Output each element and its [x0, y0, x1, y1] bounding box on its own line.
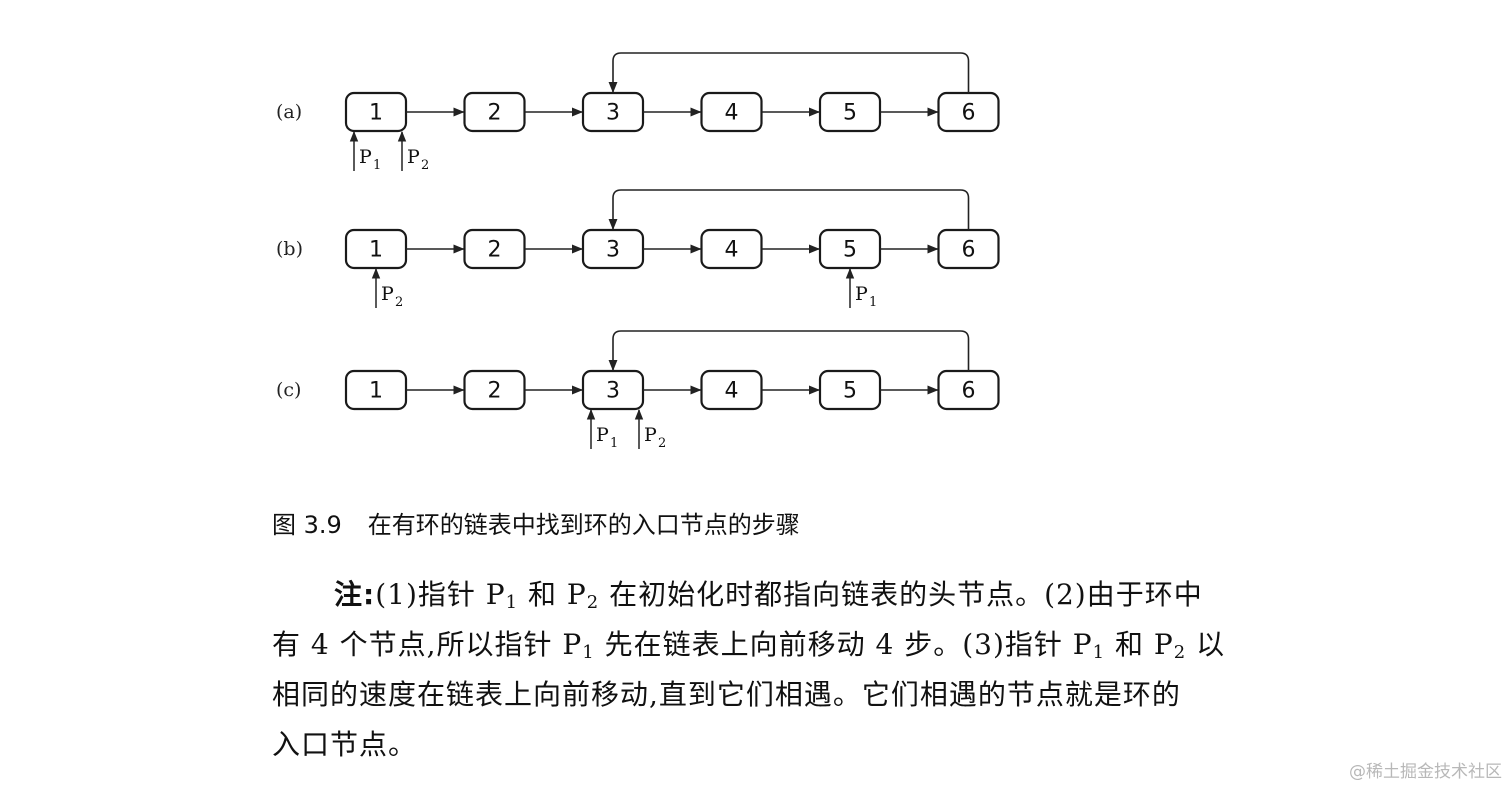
note-line-3: 相同的速度在链表上向前移动,直到它们相遇。它们相遇的节点就是环的 [272, 678, 1181, 711]
watermark: @稀土掘金技术社区 [1349, 762, 1502, 782]
node-label: 2 [488, 379, 502, 404]
node-label: 5 [843, 101, 857, 126]
node-label: 4 [725, 238, 739, 263]
node-label: 3 [606, 238, 620, 263]
pointer-label: P [644, 424, 657, 446]
node-label: 6 [962, 101, 976, 126]
node-label: 5 [843, 238, 857, 263]
node-label: 2 [488, 238, 502, 263]
pointer-subscript: 2 [421, 158, 429, 173]
pointer-subscript: 2 [658, 436, 666, 451]
pointer-subscript: 2 [395, 295, 403, 310]
figure-title: 在有环的链表中找到环的入口节点的步骤 [367, 511, 800, 539]
pointer-label: P [381, 283, 394, 305]
node-label: 2 [488, 101, 502, 126]
node-label: 3 [606, 379, 620, 404]
pointer-label: P [596, 424, 609, 446]
note-lead: 注: [334, 578, 376, 611]
figure-number: 图 3.9 [272, 511, 342, 539]
node-label: 3 [606, 101, 620, 126]
pointer-label: P [855, 283, 868, 305]
loop-back-arrow [608, 52, 970, 94]
pointer-subscript: 1 [610, 436, 618, 451]
node-label: 1 [369, 101, 383, 126]
loop-back-arrow [608, 330, 970, 372]
pointer-subscript: 1 [373, 158, 381, 173]
note-line-1: 注:(1)指针 P1 和 P2 在初始化时都指向链表的头节点。(2)由于环中 [334, 578, 1203, 613]
row-label: (c) [276, 379, 301, 401]
figure-caption: 图 3.9 在有环的链表中找到环的入口节点的步骤 [272, 505, 800, 540]
loop-back-arrow [608, 189, 970, 231]
pointer-label: P [359, 146, 372, 168]
row-label: (a) [276, 101, 302, 123]
row-label: (b) [276, 238, 303, 260]
node-label: 4 [725, 101, 739, 126]
node-label: 4 [725, 379, 739, 404]
node-label: 1 [369, 379, 383, 404]
node-label: 1 [369, 238, 383, 263]
node-label: 5 [843, 379, 857, 404]
pointer-subscript: 1 [869, 295, 877, 310]
node-label: 6 [962, 379, 976, 404]
pointer-label: P [407, 146, 420, 168]
node-label: 6 [962, 238, 976, 263]
note-line-4: 入口节点。 [272, 728, 418, 761]
note-line-2: 有 4 个节点,所以指针 P1 先在链表上向前移动 4 步。(3)指针 P1 和… [272, 628, 1226, 663]
figure-note: 注:(1)指针 P1 和 P2 在初始化时都指向链表的头节点。(2)由于环中 有… [272, 570, 1464, 770]
